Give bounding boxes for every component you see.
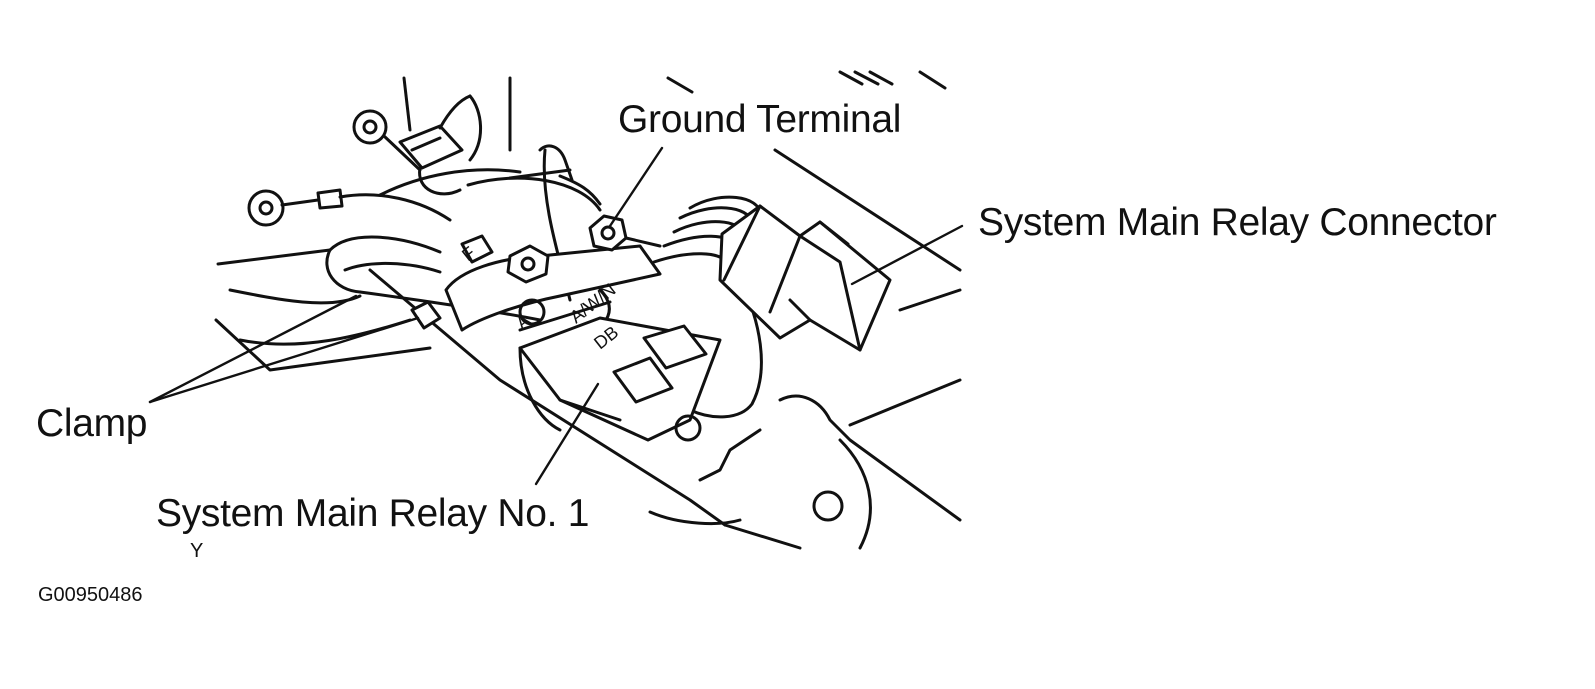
relay-connector (718, 204, 892, 352)
leader-clamp-2 (148, 316, 420, 404)
label-ground-terminal: Ground Terminal (618, 98, 902, 141)
leader-relay-connector (850, 224, 964, 286)
relay-body (518, 298, 722, 442)
clamp-band (444, 244, 662, 332)
leader-relay-no1 (534, 382, 600, 486)
small-connector (398, 94, 483, 196)
relay-marking-3: A (512, 310, 534, 333)
leader-ground-terminal (608, 146, 664, 228)
label-system-main-relay-no1: System Main Relay No. 1 (156, 492, 590, 535)
mounting-bracket-outline (214, 70, 962, 550)
leader-lines (148, 146, 964, 486)
leader-clamp-1 (148, 294, 358, 404)
upper-cables (508, 168, 602, 206)
figure-id: G00950486 (38, 584, 143, 606)
relay-bolts (410, 234, 550, 330)
label-system-main-relay-connector: System Main Relay Connector (978, 201, 1497, 244)
label-clamp: Clamp (36, 402, 148, 445)
view-marker: Y (190, 540, 204, 562)
ground-terminal-bolt (588, 214, 662, 252)
ring-terminals (247, 109, 452, 227)
